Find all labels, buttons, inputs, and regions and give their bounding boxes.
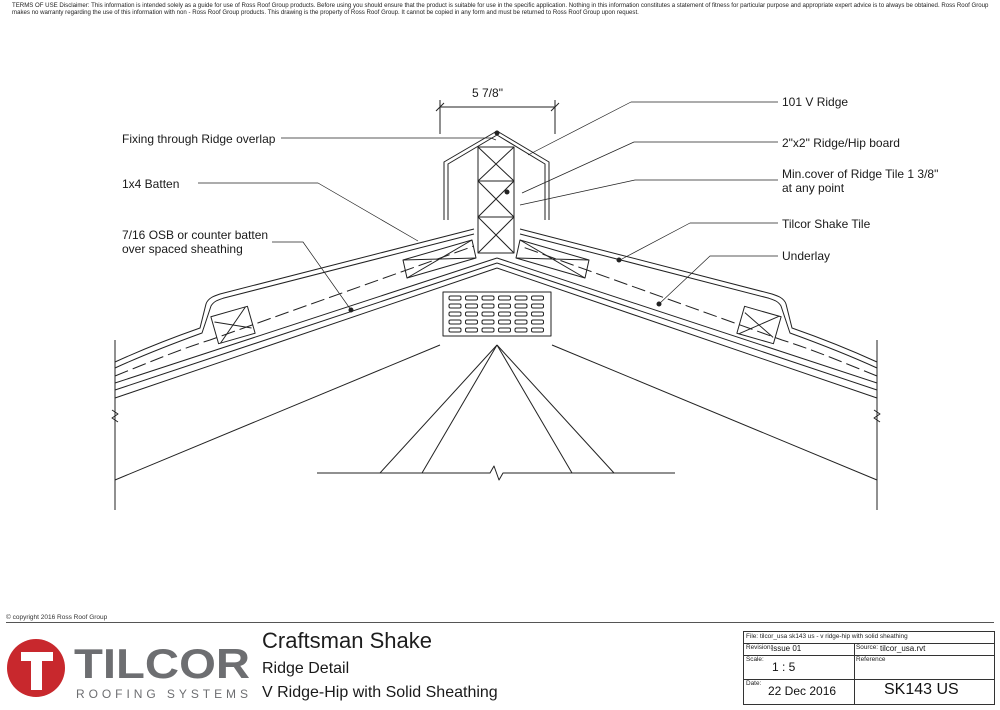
vent-slot — [481, 327, 495, 333]
tb-file-row: File: tilcor_usa sk143 us - v ridge-hip … — [744, 632, 994, 644]
logo-tagline: ROOFING SYSTEMS — [76, 687, 248, 701]
drawing-subtitle: Ridge Detail — [262, 660, 350, 677]
vent-slot — [514, 295, 528, 301]
ridge-vent-grille — [442, 291, 552, 337]
vent-slot — [498, 311, 511, 317]
vent-slot — [465, 303, 478, 309]
tb-revision-row: Revision: Issue 01 Source: tilcor_usa.rv… — [744, 643, 994, 656]
ridge-battens — [402, 239, 590, 279]
vent-slot — [531, 327, 544, 333]
callout-shake-tile: Tilcor Shake Tile — [782, 217, 871, 231]
tb-date-label: Date: — [746, 680, 762, 687]
drawing-title: Craftsman Shake — [262, 628, 432, 653]
vent-slot — [465, 319, 478, 325]
callout-osb-line2: over spaced sheathing — [122, 242, 243, 256]
drawing-description: V Ridge-Hip with Solid Sheathing — [262, 684, 498, 701]
tb-scale-row: Scale: 1 : 5 Reference — [744, 655, 994, 680]
vent-slot — [448, 319, 462, 325]
tb-source: tilcor_usa.rvt — [880, 644, 926, 653]
callout-ridge-board: 2"x2" Ridge/Hip board — [782, 136, 900, 150]
roof-truss — [114, 344, 878, 481]
callout-batten: 1x4 Batten — [122, 177, 180, 191]
tb-scale-label: Scale: — [746, 656, 764, 663]
callout-v-ridge: 101 V Ridge — [782, 95, 849, 109]
vent-slot — [498, 327, 511, 333]
vent-slot — [514, 327, 528, 333]
logo-wordmark: TILCOR — [74, 640, 250, 687]
right-roof-slope — [496, 228, 878, 510]
vent-slot — [448, 295, 462, 301]
tb-revision-label: Revision: — [746, 644, 773, 651]
left-roof-slope — [114, 228, 498, 510]
copyright-notice: © copyright 2016 Ross Roof Group — [6, 614, 108, 621]
dimension-label: 5 7/8" — [472, 86, 503, 100]
vent-slot — [531, 311, 544, 317]
tb-revision: Issue 01 — [771, 644, 802, 653]
vent-slot — [465, 327, 478, 333]
tb-date-row: Date: 22 Dec 2016 SK143 US — [744, 679, 994, 704]
break-marks — [111, 409, 881, 423]
vent-slot — [481, 319, 495, 325]
vent-slot — [498, 295, 511, 301]
vent-slot — [481, 303, 495, 309]
vent-slot — [448, 303, 462, 309]
v-ridge-cap — [443, 130, 550, 220]
vent-slot — [531, 295, 544, 301]
tilcor-logo: TILCOR ROOFING SYSTEMS — [7, 639, 250, 701]
vent-slot — [481, 295, 495, 301]
leader-lines — [198, 101, 778, 311]
tb-file: File: tilcor_usa sk143 us - v ridge-hip … — [746, 633, 908, 640]
vent-slot — [498, 319, 511, 325]
ridge-hip-board — [477, 146, 515, 254]
vent-slot — [481, 311, 495, 317]
tb-reference: SK143 US — [884, 681, 959, 698]
vent-slot — [531, 319, 544, 325]
tb-scale: 1 : 5 — [772, 660, 796, 674]
vent-slot — [465, 295, 478, 301]
tb-source-label: Source: — [856, 644, 879, 651]
callout-mincover-line2: at any point — [782, 181, 845, 195]
callout-fixing: Fixing through Ridge overlap — [122, 132, 276, 146]
vent-slot — [514, 319, 528, 325]
vent-slot — [498, 303, 511, 309]
callout-mincover-line1: Min.cover of Ridge Tile 1 3/8" — [782, 167, 939, 181]
dimension-5-7-8 — [435, 100, 560, 134]
tb-date: 22 Dec 2016 — [768, 684, 837, 698]
callout-osb-line1: 7/16 OSB or counter batten — [122, 228, 269, 242]
vent-slot — [514, 303, 528, 309]
vent-slot — [448, 327, 462, 333]
tb-reference-label: Reference — [856, 656, 886, 663]
vent-slot — [465, 311, 478, 317]
callout-underlay: Underlay — [782, 249, 831, 263]
vent-slot — [514, 311, 528, 317]
terms-disclaimer: TERMS OF USE Disclaimer: This informatio… — [12, 2, 989, 17]
vent-slot — [448, 311, 462, 317]
eave-battens — [210, 305, 782, 345]
title-block: File: tilcor_usa sk143 us - v ridge-hip … — [743, 631, 995, 705]
vent-slot — [531, 303, 544, 309]
title-divider — [6, 622, 994, 623]
